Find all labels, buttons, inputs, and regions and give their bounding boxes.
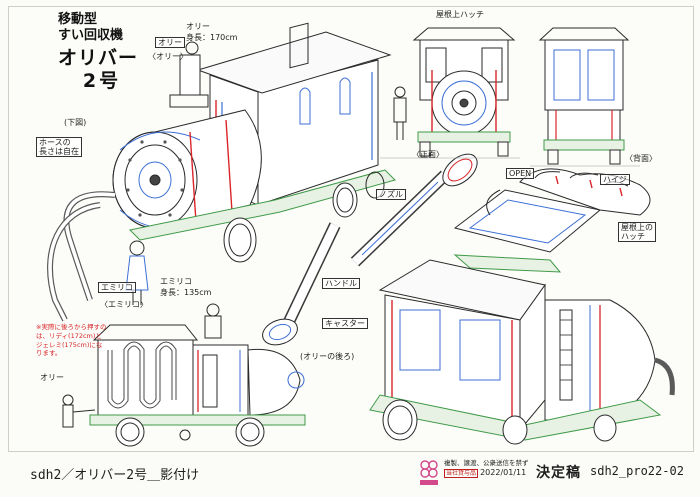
back-view-drawing xyxy=(538,27,630,165)
cut-number: (下図) xyxy=(64,118,87,127)
rear-3q-drawing xyxy=(369,259,675,445)
emily-caption: 〈エミリコ〉 xyxy=(100,300,148,309)
final-draft-label: 決定稿 xyxy=(536,465,581,481)
hose-note: ホースの 長さは自在 xyxy=(36,137,82,158)
footer-bar: sdh2／オリバー2号＿影付け 複製、譲渡、公衆送信を禁ず 当社貸与品 2022… xyxy=(0,452,700,497)
hinge-label: ハイジ xyxy=(600,174,630,186)
emily-name: エミリコ xyxy=(160,277,192,286)
olly-bottom-label: オリー xyxy=(40,373,64,382)
hose-note-line-1: ホースの xyxy=(39,138,71,147)
title-line-3: オリバー xyxy=(58,46,139,69)
nozzle-label: ノズル xyxy=(376,189,406,201)
olly-name: オリー xyxy=(186,22,210,31)
pusher-label: (オリーの後ろ) xyxy=(300,352,355,361)
open-label: OPEN xyxy=(506,168,535,180)
side-view-drawing xyxy=(62,240,306,447)
sheet-title: 移動型 すい回収機 オリバー 2号 xyxy=(58,12,146,108)
mechanical-drawings xyxy=(47,22,675,447)
roof-hatch-label-2b: ハッチ xyxy=(621,232,645,242)
olly-caption: 〈オリー〉 xyxy=(148,52,188,61)
roof-hatch-label-2: 屋根上の ハッチ xyxy=(618,222,656,243)
copyright-block: 複製、譲渡、公衆送信を禁ず 当社貸与品 2022/01/11 xyxy=(444,459,529,479)
front-view-label: 〈正面〉 xyxy=(412,150,444,159)
olly-tag: オリー xyxy=(155,37,185,49)
roof-hatch-label-2a: 屋根上の xyxy=(621,223,653,232)
sheet-code: sdh2_pro22-02 xyxy=(590,464,684,478)
nozzle-drawing xyxy=(262,153,478,346)
olly-height: 身長：170cm xyxy=(186,33,238,42)
main-machine-drawing xyxy=(47,22,396,322)
emily-tag: エミリコ xyxy=(98,282,136,294)
company-logo-icon xyxy=(420,460,438,485)
hose-note-line-2: 長さは自在 xyxy=(39,147,79,157)
file-label: sdh2／オリバー2号＿影付け xyxy=(30,468,200,483)
title-line-4: 2号 xyxy=(82,70,122,93)
back-view-label: 〈背面〉 xyxy=(625,154,657,163)
caster-label: キャスター xyxy=(322,318,368,330)
sheet-date: 2022/01/11 xyxy=(480,467,527,477)
emily-height: 身長：135cm xyxy=(160,288,212,297)
company-stamp: 当社貸与品 xyxy=(444,468,479,478)
front-view-drawing xyxy=(393,27,516,157)
title-line-2: すい回収機 xyxy=(58,28,124,44)
title-line-1: 移動型 xyxy=(58,12,98,27)
red-note: ※実際に後ろから押すのは、リディ(172cm)とジェレミ(175cm)になります… xyxy=(36,323,107,358)
roof-hatch-label: 屋根上ハッチ xyxy=(436,10,484,19)
copy-notice: 複製、譲渡、公衆送信を禁ず xyxy=(444,459,529,467)
handle-label: ハンドル xyxy=(322,278,360,290)
